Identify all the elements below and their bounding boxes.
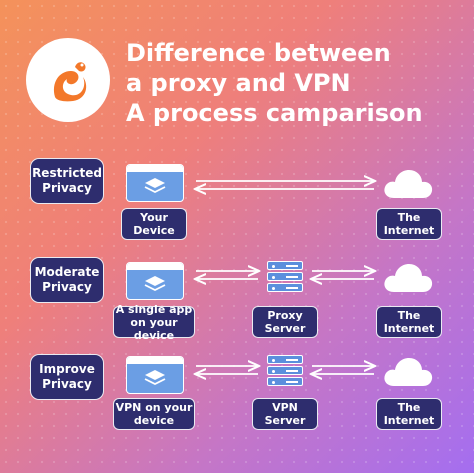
internet-caption: The Internet bbox=[376, 208, 442, 240]
page-title: Difference between a proxy and VPN A pro… bbox=[126, 38, 466, 128]
browser-window-icon bbox=[126, 262, 184, 300]
device-caption: Your Device bbox=[121, 208, 187, 240]
privacy-label-improve: Improve Privacy bbox=[30, 354, 104, 400]
server-caption: Proxy Server bbox=[252, 306, 318, 338]
device-caption: A single app on your device bbox=[113, 303, 195, 342]
server-caption: VPN Server bbox=[252, 398, 318, 430]
double-arrow-icon bbox=[196, 271, 374, 279]
server-icon bbox=[267, 355, 303, 388]
cloud-icon bbox=[384, 264, 433, 292]
double-arrow-icon bbox=[196, 181, 374, 189]
device-caption: VPN on your device bbox=[113, 398, 195, 430]
browser-window-icon bbox=[126, 356, 184, 394]
privacy-label-restricted: Restricted Privacy bbox=[30, 158, 104, 204]
browser-window-icon bbox=[126, 164, 184, 202]
cloud-icon bbox=[384, 358, 433, 386]
internet-caption: The Internet bbox=[376, 398, 442, 430]
double-arrow-icon bbox=[196, 366, 374, 374]
internet-caption: The Internet bbox=[376, 306, 442, 338]
privacy-label-moderate: Moderate Privacy bbox=[30, 257, 104, 303]
server-icon bbox=[267, 261, 303, 294]
title-line-1: Difference between bbox=[126, 39, 391, 67]
title-line-2: a proxy and VPN bbox=[126, 69, 351, 97]
squirrel-logo-icon bbox=[26, 38, 110, 122]
title-line-3: A process camparison bbox=[126, 99, 423, 127]
cloud-icon bbox=[384, 170, 433, 198]
